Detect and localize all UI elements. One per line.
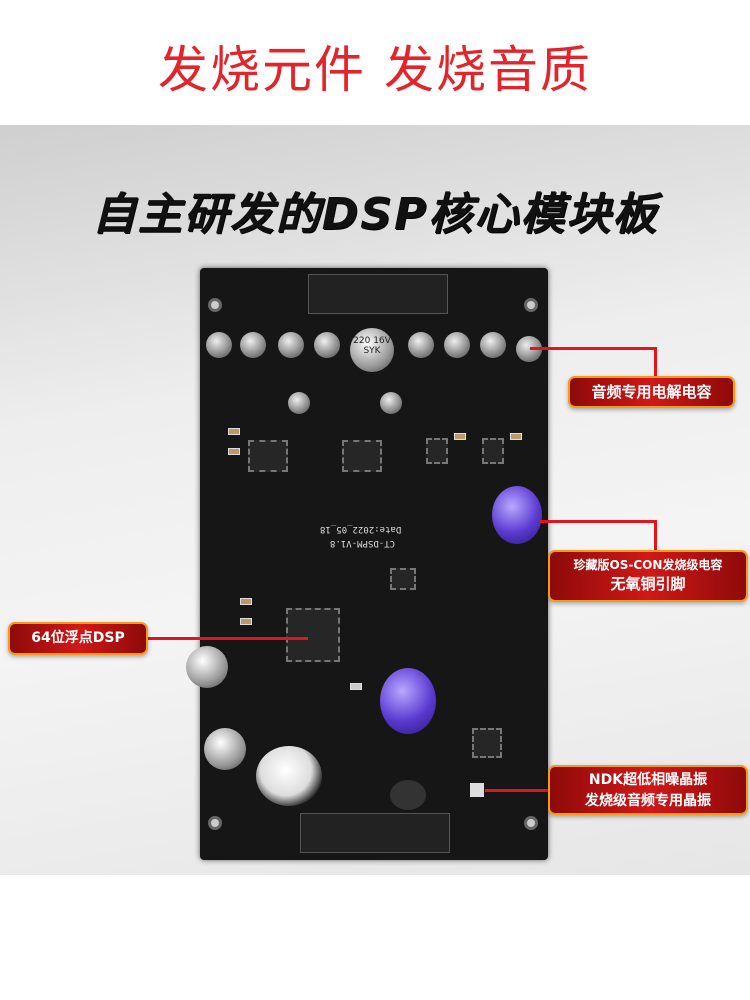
os-con-capacitor (380, 668, 436, 734)
smd-part (228, 448, 240, 455)
mount-hole (208, 816, 222, 830)
capacitor (206, 332, 232, 358)
board-date-label: Date:2022_05_18 (320, 524, 402, 534)
capacitor (278, 332, 304, 358)
capacitor-large: 220 16V SYK (350, 328, 394, 372)
capacitor (408, 332, 434, 358)
pin-header-top (308, 274, 448, 314)
dsp-chip (286, 608, 340, 662)
smd-part (510, 433, 522, 440)
smd-part (454, 433, 466, 440)
leader-line (654, 347, 657, 377)
inductor (256, 746, 322, 806)
smd-part (240, 598, 252, 605)
ic-chip (248, 440, 288, 472)
ic-chip (426, 438, 448, 464)
mount-hole (524, 298, 538, 312)
dsp-module-board: 220 16V SYK CT-DSPM-V1.8 Date:2022_05_18 (186, 268, 548, 860)
crystal (350, 683, 362, 690)
callout-crystal: NDK超低相噪晶振发烧级音频专用晶振 (548, 765, 748, 815)
capacitor (314, 332, 340, 358)
top-title: 发烧元件 发烧音质 (158, 41, 592, 99)
leader-line (654, 520, 657, 552)
leader-line (148, 637, 308, 640)
capacitor (480, 332, 506, 358)
mount-hole (524, 816, 538, 830)
headline: 自主研发的DSP核心模块板 (91, 189, 659, 240)
capacitor (380, 392, 402, 414)
callout-electrolytic-cap: 音频专用电解电容 (568, 376, 735, 408)
leader-line (485, 789, 549, 792)
callout-dsp: 64位浮点DSP (8, 622, 148, 655)
board-model-label: CT-DSPM-V1.8 (330, 538, 396, 548)
leader-line (540, 520, 657, 523)
ic-chip (472, 728, 502, 758)
capacitor (444, 332, 470, 358)
capacitor (288, 392, 310, 414)
capacitor (204, 728, 246, 770)
inductor (390, 780, 426, 810)
capacitor (186, 646, 228, 688)
leader-line (530, 347, 657, 350)
capacitor (240, 332, 266, 358)
smd-part (228, 428, 240, 435)
callout-os-con: 珍藏版OS-CON发烧级电容无氧铜引脚 (548, 550, 748, 602)
pin-header-bottom (300, 813, 450, 853)
ic-chip (482, 438, 504, 464)
smd-part (240, 618, 252, 625)
os-con-capacitor (492, 486, 542, 544)
ndk-crystal (470, 783, 484, 797)
mount-hole (208, 298, 222, 312)
ic-chip (390, 568, 416, 590)
ic-chip (342, 440, 382, 472)
